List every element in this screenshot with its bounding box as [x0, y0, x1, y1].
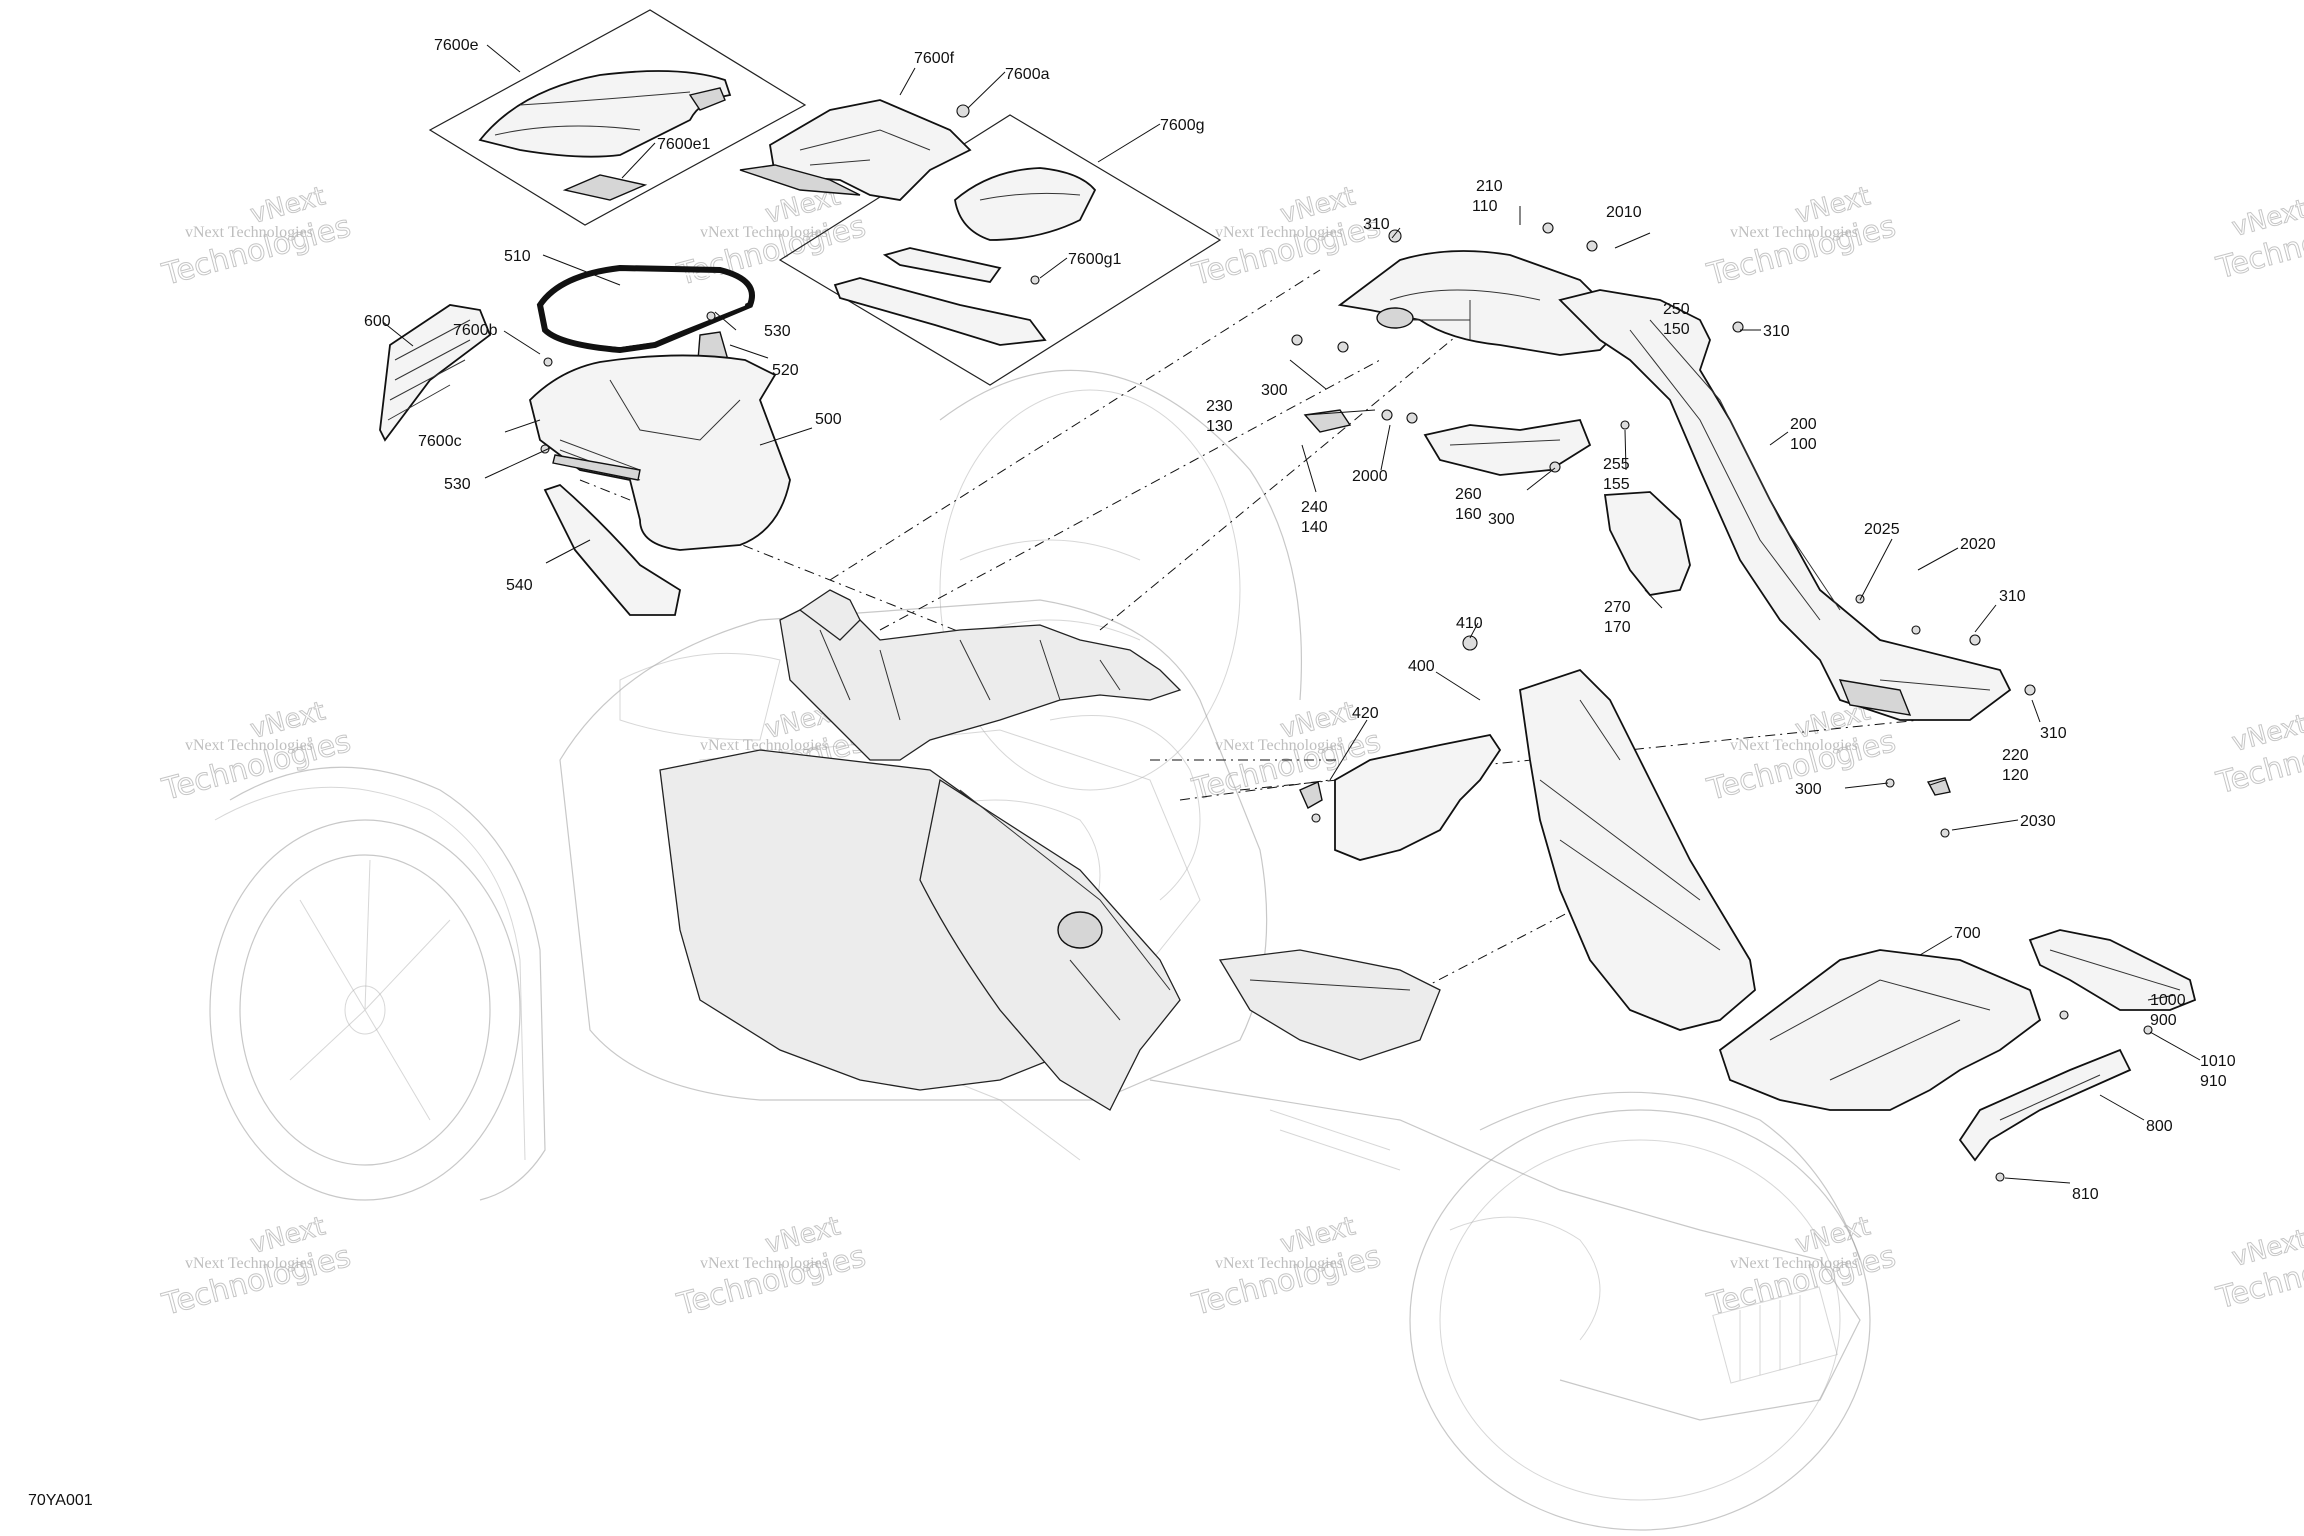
- watermark-text: vNext Technologies: [1730, 1255, 1858, 1272]
- label-600: 600: [364, 313, 391, 330]
- label-7600a: 7600a: [1005, 66, 1050, 83]
- label-270: 270: [1604, 599, 1631, 616]
- watermark-text: vNext Technologies: [1730, 737, 1858, 754]
- label-220: 220: [2002, 747, 2029, 764]
- label-7600f: 7600f: [914, 50, 955, 67]
- assembled-frame-top: [779, 589, 1182, 761]
- watermark-text: vNext Technologies: [1215, 1255, 1343, 1272]
- label-310-right: 310: [1763, 323, 1790, 340]
- fasteners: [540, 104, 2153, 1182]
- label-410: 410: [1456, 615, 1483, 632]
- label-100: 100: [1790, 436, 1817, 453]
- label-800: 800: [2146, 1118, 2173, 1135]
- part-1000-cover: [2028, 929, 2197, 1011]
- label-2010: 2010: [1606, 204, 1642, 221]
- part-800-trim: [1958, 1048, 2132, 1162]
- part-400-fairing: [1334, 668, 1756, 1031]
- assembled-side-panel: [659, 749, 1441, 1111]
- label-110: 110: [1472, 198, 1498, 215]
- part-7600e1-pad: [562, 174, 648, 201]
- label-160: 160: [1455, 506, 1482, 523]
- watermark-text: vNext Technologies: [700, 737, 828, 754]
- part-7600f-console: [739, 99, 972, 201]
- label-510: 510: [504, 248, 531, 265]
- label-120: 120: [2002, 767, 2029, 784]
- part-420-clip: [1299, 781, 1323, 809]
- part-230-clip: [1303, 409, 1352, 433]
- label-140: 140: [1301, 519, 1328, 536]
- label-2025: 2025: [1864, 521, 1900, 538]
- watermark-text: vNext Technologies: [700, 224, 828, 241]
- watermark-text: vNext Technologies: [185, 737, 313, 754]
- label-155: 155: [1603, 476, 1630, 493]
- watermark-text: vNext Technologies: [1215, 224, 1343, 241]
- label-2030: 2030: [2020, 813, 2056, 830]
- label-260: 260: [1455, 486, 1482, 503]
- leader-lines: [382, 44, 2201, 1184]
- part-7600g1-trim: [833, 247, 1047, 346]
- label-7600g: 7600g: [1160, 117, 1205, 134]
- label-210: 210: [1476, 178, 1503, 195]
- part-510-seal: [536, 264, 755, 354]
- label-7600g1: 7600g1: [1068, 251, 1121, 268]
- label-530-lower: 530: [444, 476, 471, 493]
- watermark-text: vNext Technologies: [1215, 737, 1343, 754]
- label-2020: 2020: [1960, 536, 1996, 553]
- label-300-b: 300: [1488, 511, 1515, 528]
- label-240: 240: [1301, 499, 1328, 516]
- label-540: 540: [506, 577, 533, 594]
- part-270-panel: [1603, 491, 1691, 596]
- label-900: 900: [2150, 1012, 2177, 1029]
- label-7600e: 7600e: [434, 37, 479, 54]
- part-500-bin: [529, 354, 791, 551]
- part-540-pad: [543, 483, 682, 616]
- label-200: 200: [1790, 416, 1817, 433]
- label-700: 700: [1954, 925, 1981, 942]
- watermark-text: vNext Technologies: [185, 1255, 313, 1272]
- watermark-text: vNext Technologies: [185, 224, 313, 241]
- label-130: 130: [1206, 418, 1233, 435]
- label-7600e1: 7600e1: [657, 136, 710, 153]
- label-1010: 1010: [2200, 1053, 2236, 1070]
- label-7600c: 7600c: [418, 433, 462, 450]
- label-250: 250: [1663, 301, 1690, 318]
- part-200-dash-frame: [1337, 250, 2012, 721]
- kit-frame-7600e: [428, 9, 807, 226]
- part-220-clip: [1926, 777, 1951, 796]
- part-7600g-tray: [954, 167, 1097, 241]
- label-530: 530: [764, 323, 791, 340]
- label-7600b: 7600b: [453, 322, 498, 339]
- label-310-mid: 310: [1999, 588, 2026, 605]
- diagram-code: 70YA001: [28, 1492, 93, 1509]
- label-255: 255: [1603, 456, 1630, 473]
- part-7600e-cover: [478, 70, 732, 158]
- label-1000: 1000: [2150, 992, 2186, 1009]
- part-700-seat: [1718, 949, 2042, 1111]
- watermark-text: vNext Technologies: [700, 1255, 828, 1272]
- label-310-lower: 310: [2040, 725, 2067, 742]
- label-310-top: 310: [1363, 216, 1390, 233]
- part-600-grille: [379, 304, 492, 442]
- watermark-text: vNext Technologies: [1730, 224, 1858, 241]
- label-150: 150: [1663, 321, 1690, 338]
- label-2000: 2000: [1352, 468, 1388, 485]
- label-300-a: 300: [1261, 382, 1288, 399]
- label-500: 500: [815, 411, 842, 428]
- label-810: 810: [2072, 1186, 2099, 1203]
- label-170: 170: [1604, 619, 1631, 636]
- label-300-c: 300: [1795, 781, 1822, 798]
- label-420: 420: [1352, 705, 1379, 722]
- part-260-bracket: [1423, 418, 1592, 476]
- callout-labels: 7600e 7600f 7600a 7600e1 7600g 7600g1 51…: [364, 37, 2236, 1203]
- label-400: 400: [1408, 658, 1435, 675]
- label-910: 910: [2200, 1073, 2227, 1090]
- label-520: 520: [772, 362, 799, 379]
- label-230: 230: [1206, 398, 1233, 415]
